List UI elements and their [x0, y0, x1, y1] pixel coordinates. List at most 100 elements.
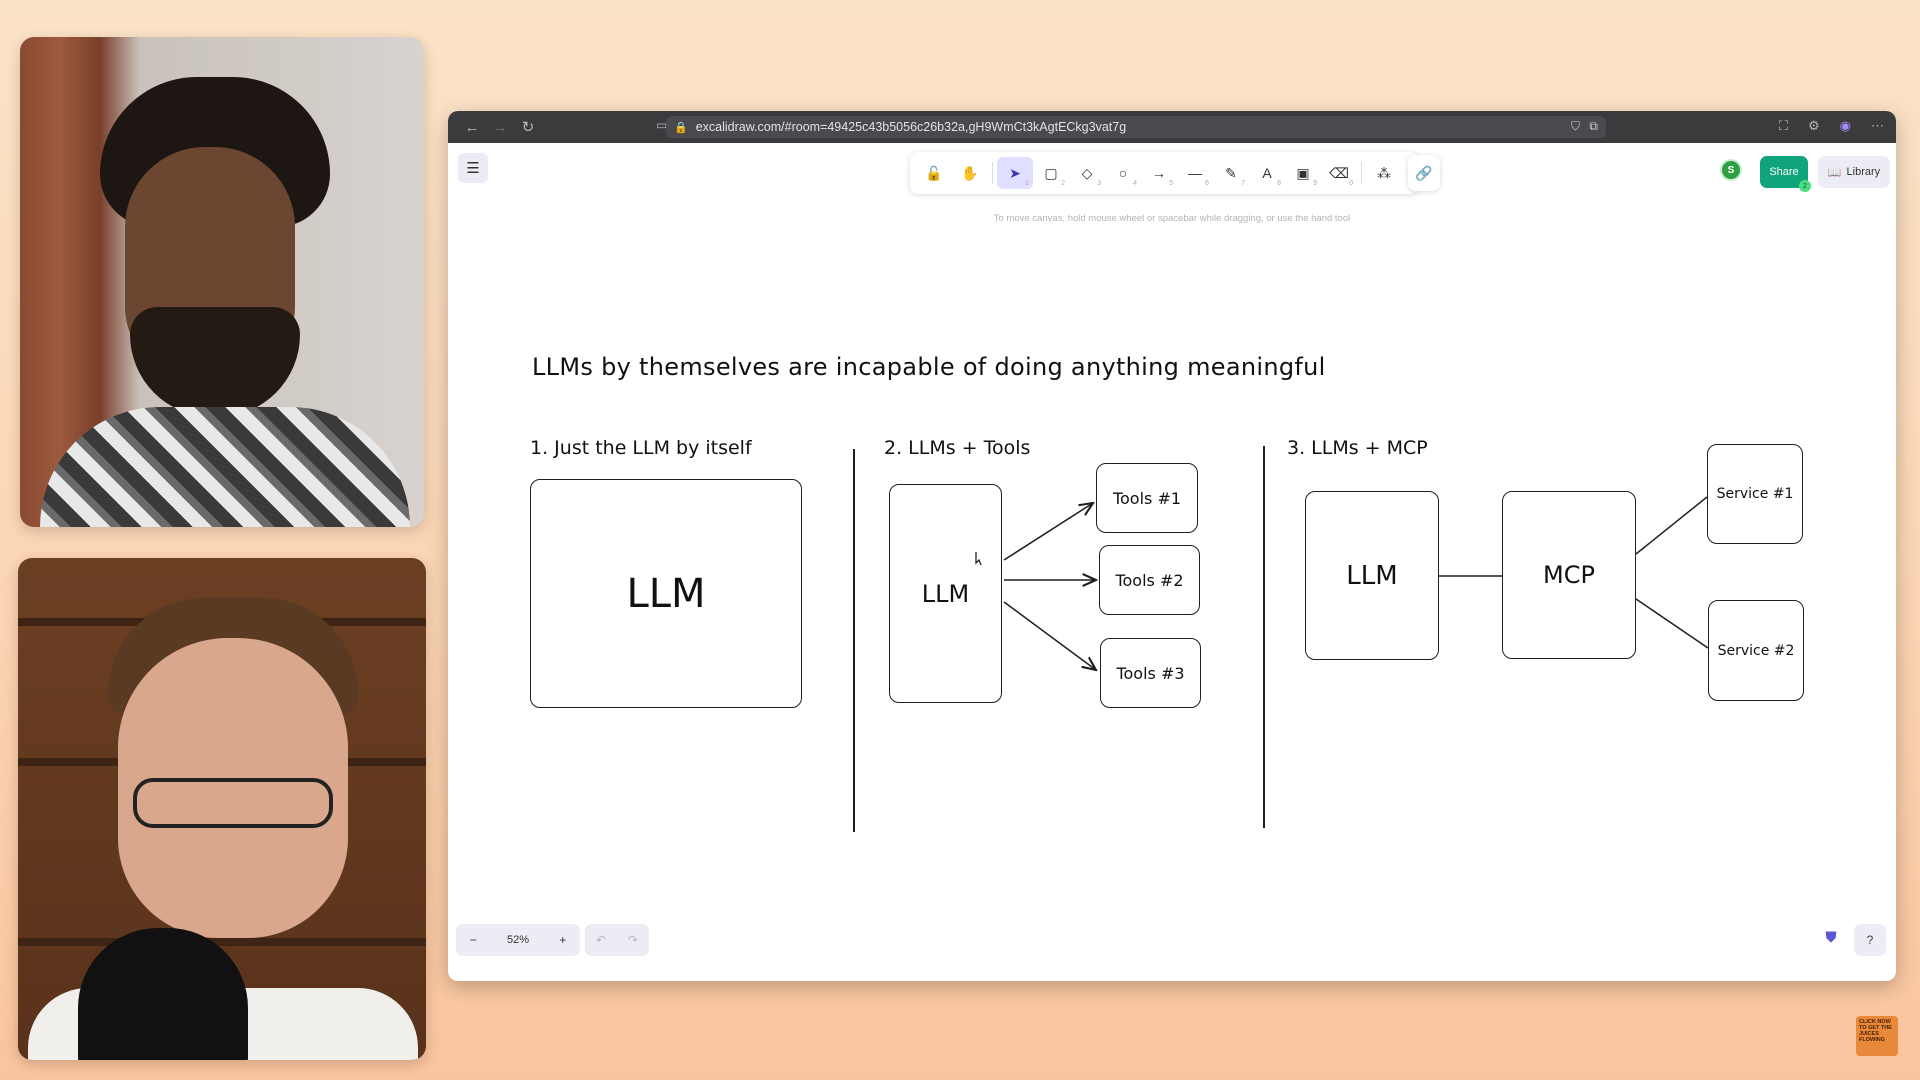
main-menu-button[interactable]: ☰ — [458, 153, 488, 183]
eraser-icon: ⌫ — [1329, 164, 1349, 181]
shortcut-key: 0 — [1349, 180, 1353, 187]
service-box-2[interactable]: Service #2 — [1708, 600, 1804, 701]
toolbar-separator — [1361, 162, 1362, 184]
more-icon[interactable]: ⋯ — [1871, 118, 1884, 133]
undo-button[interactable]: ↶ — [595, 933, 607, 947]
library-label: Library — [1846, 166, 1881, 178]
tools-box-3[interactable]: Tools #3 — [1100, 638, 1201, 708]
encryption-shield-icon[interactable]: ⛊ — [1825, 929, 1837, 946]
webcam-top — [20, 37, 424, 527]
person-face — [118, 638, 348, 938]
webcam-bottom — [18, 558, 426, 1060]
lock-tool[interactable]: 🔓 — [916, 157, 952, 189]
diamond-tool[interactable]: ◇3 — [1069, 157, 1105, 189]
hand-tool[interactable]: ✋ — [952, 157, 988, 189]
microphone — [78, 928, 248, 1060]
collaborator-avatar[interactable]: S — [1720, 159, 1742, 181]
shelf — [18, 938, 426, 946]
shortcut-key: 9 — [1313, 180, 1317, 187]
zoom-reset-button[interactable]: 52% — [506, 934, 529, 946]
shortcut-key: 2 — [1061, 180, 1065, 187]
rectangle-icon: ▢ — [1044, 164, 1058, 181]
section3-title[interactable]: 3. LLMs + MCP — [1287, 437, 1428, 459]
extensions-icon[interactable]: ⚙ — [1808, 118, 1820, 133]
url-text: excalidraw.com/#room=49425c43b5056c26b32… — [695, 120, 1127, 134]
redo-button[interactable]: ↷ — [627, 933, 639, 947]
line-mcp-to-service-1 — [1635, 496, 1708, 555]
share-label: Share — [1769, 166, 1799, 178]
llm-label: LLM — [626, 570, 706, 617]
diamond-icon: ◇ — [1081, 164, 1093, 181]
service-label: Service #2 — [1717, 642, 1795, 659]
mores-icon: ⁂ — [1377, 164, 1391, 181]
person-beard — [130, 307, 300, 417]
tool-label: Tools #2 — [1115, 570, 1184, 590]
section1-llm-box[interactable]: LLM — [530, 479, 802, 708]
fullscreen-icon[interactable]: ⛶ — [1778, 118, 1788, 133]
shortcut-key: 8 — [1277, 180, 1281, 187]
more-tools[interactable]: ⁂ — [1366, 157, 1402, 189]
line-icon: — — [1188, 165, 1202, 181]
shortcut-key: 1 — [1025, 180, 1029, 187]
draw-tool[interactable]: ✎7 — [1213, 157, 1249, 189]
canvas-hint: To move canvas, hold mouse wheel or spac… — [993, 213, 1351, 224]
assistant-icon[interactable]: ◉ — [1839, 118, 1851, 133]
tool-label: Tools #1 — [1112, 488, 1182, 508]
section1-title[interactable]: 1. Just the LLM by itself — [530, 437, 752, 459]
forward-icon[interactable]: → — [492, 118, 508, 136]
help-button[interactable]: ? — [1854, 924, 1886, 956]
ellipse-tool[interactable]: ○4 — [1105, 157, 1141, 189]
service-label: Service #1 — [1716, 486, 1794, 502]
drawing-headline[interactable]: LLMs by themselves are incapable of doin… — [532, 353, 1326, 381]
person-glasses — [133, 778, 333, 828]
mcp-label: MCP — [1543, 561, 1595, 589]
arrow-icon: → — [1152, 165, 1166, 181]
arrow-tool[interactable]: →5 — [1141, 157, 1177, 189]
toolbar-separator — [992, 162, 993, 184]
undo-redo-controls: ↶ ↷ — [585, 924, 649, 956]
section2-llm-box[interactable]: LLM — [889, 484, 1002, 703]
back-icon[interactable]: ← — [464, 118, 480, 136]
section3-llm-box[interactable]: LLM — [1305, 491, 1439, 660]
image-icon: ▣ — [1296, 164, 1310, 181]
rectangle-tool[interactable]: ▢2 — [1033, 157, 1069, 189]
lock-icon: 🔓 — [925, 164, 943, 181]
library-button[interactable]: 📖 Library — [1818, 156, 1890, 188]
copy-link-icon[interactable]: ⧉ — [1589, 119, 1598, 133]
share-button[interactable]: Share 2 — [1760, 156, 1811, 192]
divider-1[interactable] — [853, 449, 855, 832]
mcp-box[interactable]: MCP — [1502, 491, 1636, 659]
text-icon: A — [1262, 165, 1272, 181]
sidebar-toggle-icon[interactable]: ▭ — [656, 118, 668, 132]
llm-label: LLM — [1346, 560, 1398, 591]
zoom-out-button[interactable]: − — [469, 933, 477, 947]
zoom-in-button[interactable]: + — [559, 933, 567, 947]
hand-icon: ✋ — [961, 164, 979, 181]
reload-icon[interactable]: ↻ — [521, 119, 535, 136]
draw-icon: ✎ — [1225, 164, 1237, 181]
address-bar[interactable]: 🔒 excalidraw.com/#room=49425c43b5056c26b… — [666, 116, 1606, 138]
tools-box-1[interactable]: Tools #1 — [1096, 463, 1198, 533]
divider-2[interactable] — [1263, 446, 1265, 828]
channel-logo[interactable]: CLICK NOW TO GET THE JUICES FLOWING — [1856, 1016, 1898, 1056]
selection-icon: ➤ — [1009, 164, 1021, 181]
eraser-tool[interactable]: ⌫0 — [1321, 157, 1357, 189]
line-tool[interactable]: —6 — [1177, 157, 1213, 189]
ellipse-icon: ○ — [1118, 165, 1128, 181]
zoom-controls: − 52% + — [456, 924, 580, 956]
shield-icon[interactable]: ⛉ — [1570, 119, 1580, 133]
laser-pointer-tool[interactable]: 🔗 — [1408, 155, 1440, 191]
shortcut-key: 7 — [1241, 180, 1245, 187]
line-mcp-to-service-2 — [1635, 598, 1709, 649]
image-tool[interactable]: ▣9 — [1285, 157, 1321, 189]
selection-tool[interactable]: ➤1 — [997, 157, 1033, 189]
hamburger-icon: ☰ — [466, 160, 480, 177]
section2-title[interactable]: 2. LLMs + Tools — [884, 437, 1031, 459]
shortcut-key: 6 — [1205, 180, 1209, 187]
tool-label: Tools #3 — [1116, 663, 1185, 683]
service-box-1[interactable]: Service #1 — [1707, 444, 1803, 544]
tools-box-2[interactable]: Tools #2 — [1099, 545, 1200, 615]
